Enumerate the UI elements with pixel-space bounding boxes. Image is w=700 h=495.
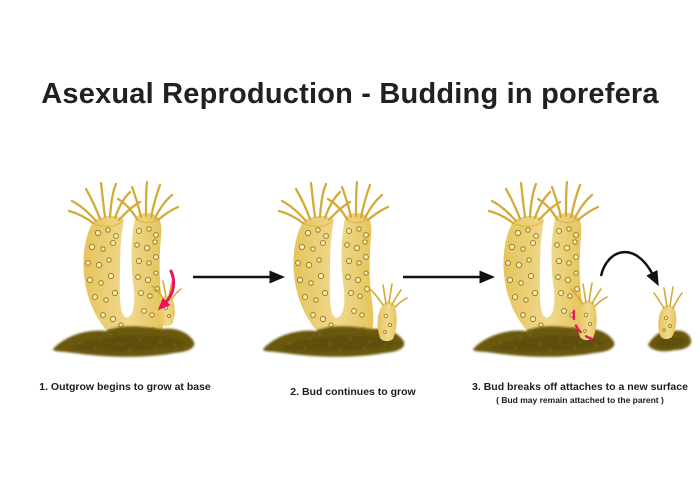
page-title: Asexual Reproduction - Budding in porefe… (41, 78, 659, 110)
stage-3-sponge-illustration (460, 172, 692, 372)
flow-arrow-1-icon (193, 270, 285, 284)
stage-1-caption: 1. Outgrow begins to grow at base (39, 381, 211, 393)
stage-2-caption: 2. Bud continues to grow (290, 386, 416, 398)
stage-3-subcaption: ( Bud may remain attached to the parent … (496, 395, 664, 405)
detach-curved-arrow-icon (599, 251, 659, 287)
detach-dashed-line-icon (572, 309, 594, 341)
flow-arrow-2-icon (403, 270, 495, 284)
new-sponge (648, 286, 692, 352)
stage-3-caption: 3. Bud breaks off attaches to a new surf… (472, 381, 688, 393)
stage-2-sponge-illustration (250, 172, 408, 372)
parent-sponge (53, 182, 194, 357)
bud-pointer-arrow-icon (157, 269, 176, 311)
stage-1-sponge-illustration (40, 172, 200, 372)
